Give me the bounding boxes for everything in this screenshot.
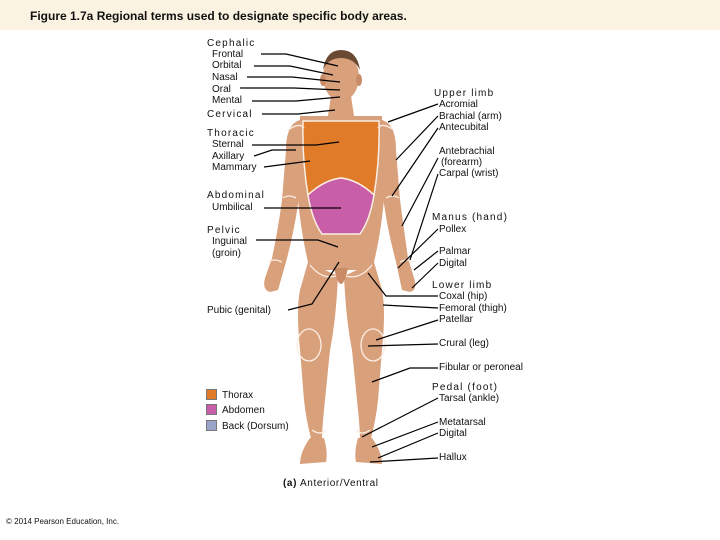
leader-pollex [397, 228, 439, 269]
left-foot [300, 438, 327, 464]
leader-metatarsal [371, 421, 439, 448]
legend-label-thorax: Thorax [222, 390, 254, 401]
leader-antebrachial [401, 157, 439, 227]
caption-letter: (a) [283, 478, 298, 489]
leader-femoral [382, 304, 439, 309]
neck [328, 96, 354, 116]
label-pubic: Pubic (genital) [207, 305, 271, 316]
label-crural: Crural (leg) [439, 338, 490, 349]
label-inguinal: Inguinal [212, 236, 248, 247]
label-metatarsal: Metatarsal [439, 417, 486, 428]
left-arm [264, 120, 303, 292]
label-oral: Oral [212, 84, 231, 95]
label-digital-foot: Digital [439, 428, 467, 439]
label-mental: Mental [212, 95, 243, 106]
legend-label-abdomen: Abdomen [222, 405, 265, 416]
hair [323, 50, 360, 70]
label-antebrachial: Antebrachial [439, 146, 495, 157]
label-umbilical: Umbilical [212, 202, 253, 213]
label-manus: Manus (hand) [432, 212, 509, 223]
label-brachial: Brachial (arm) [439, 111, 502, 122]
label-patellar: Patellar [439, 314, 473, 325]
right-arm [379, 120, 416, 292]
label-pedal: Pedal (foot) [432, 382, 499, 393]
label-abdominal: Abdominal [207, 190, 266, 201]
leader-inguinal [256, 239, 339, 248]
leader-sternal [252, 141, 340, 146]
legend-swatch-abdomen [206, 404, 217, 415]
copyright: © 2014 Pearson Education, Inc. [6, 517, 120, 526]
label-lower-limb: Lower limb [432, 280, 493, 291]
body-figure [264, 50, 416, 464]
leader-antecubital [391, 127, 439, 197]
leader-axillary [253, 149, 296, 157]
leader-tarsal [361, 397, 439, 438]
leader-lines [240, 53, 439, 463]
leader-mammary [263, 160, 311, 168]
title-bar [0, 0, 720, 30]
genital [334, 268, 348, 284]
leader-cervical [262, 109, 336, 115]
label-digital-hand: Digital [439, 258, 467, 269]
leader-digital-hand [411, 262, 439, 289]
label-sternal: Sternal [212, 139, 244, 150]
legend-swatch-thorax [206, 389, 217, 400]
label-tarsal: Tarsal (ankle) [439, 393, 500, 404]
legend-swatch-back [206, 420, 217, 431]
label-mammary: Mammary [212, 162, 257, 173]
caption-text: Anterior/Ventral [300, 478, 379, 489]
label-femoral: Femoral (thigh) [439, 303, 507, 314]
label-antecubital: Antecubital [439, 122, 489, 133]
leader-orbital [254, 65, 334, 76]
label-groin: (groin) [212, 248, 241, 259]
label-cephalic: Cephalic [207, 38, 256, 49]
leader-pubic [287, 261, 340, 311]
leader-acromial [387, 103, 439, 123]
leader-nasal [247, 76, 341, 83]
leader-frontal [261, 53, 339, 67]
leader-carpal [409, 173, 439, 261]
label-pollex: Pollex [439, 224, 467, 235]
right-foot [355, 438, 382, 464]
label-orbital: Orbital [212, 60, 242, 71]
abdomen-region [307, 177, 375, 235]
label-coxal: Coxal (hip) [439, 291, 488, 302]
label-palmar: Palmar [439, 246, 471, 257]
leader-crural [367, 343, 439, 347]
figure-title: Figure 1.7a Regional terms used to desig… [30, 9, 407, 23]
label-fibular: Fibular or peroneal [439, 362, 523, 373]
label-nasal: Nasal [212, 72, 238, 83]
legend-item-abdomen: Abdomen [206, 404, 265, 416]
leader-hallux [369, 457, 439, 463]
leader-brachial [395, 115, 439, 161]
left-leg [298, 262, 338, 442]
leader-digital-foot [377, 432, 439, 459]
label-forearm: (forearm) [441, 157, 483, 168]
leader-patellar [375, 319, 439, 341]
right-leg [344, 262, 384, 442]
leader-palmar [413, 250, 439, 271]
label-frontal: Frontal [212, 49, 244, 60]
label-pelvic: Pelvic [207, 225, 241, 236]
legend-item-thorax: Thorax [206, 389, 253, 401]
label-carpal: Carpal (wrist) [439, 168, 499, 179]
label-axillary: Axillary [212, 151, 245, 162]
legend-label-back: Back (Dorsum) [222, 421, 289, 432]
leader-fibular [371, 367, 438, 383]
leader-coxal [367, 272, 438, 297]
leader-mental [252, 96, 341, 102]
label-upper-limb: Upper limb [434, 88, 495, 99]
label-cervical: Cervical [207, 109, 253, 120]
leader-oral [240, 87, 341, 91]
label-hallux: Hallux [439, 452, 467, 463]
legend-item-back: Back (Dorsum) [206, 420, 289, 432]
label-acromial: Acromial [439, 99, 478, 110]
label-thoracic: Thoracic [207, 128, 255, 139]
figure-caption: (a)Anterior/Ventral [283, 478, 379, 489]
